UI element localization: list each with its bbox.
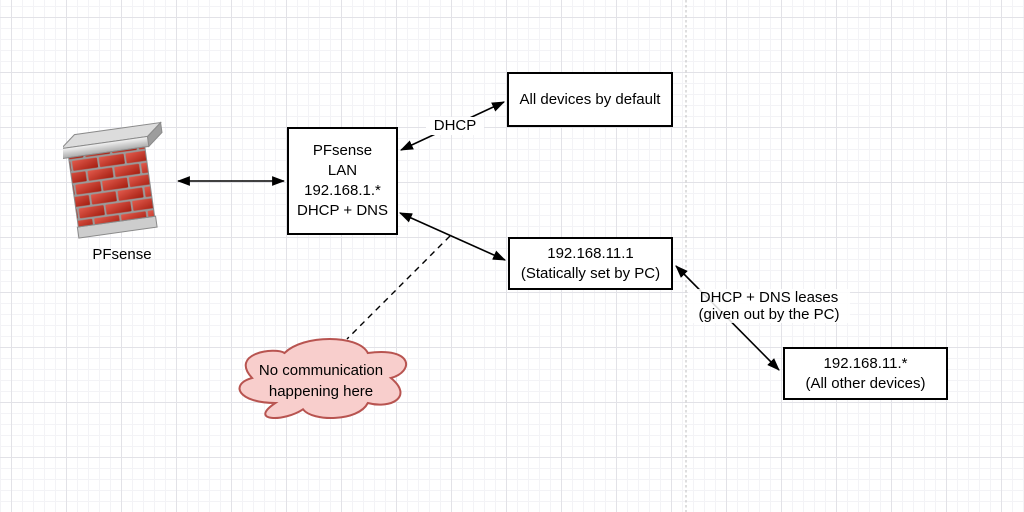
box-text-line: PFsense <box>312 142 373 159</box>
edge-label-line: DHCP + DNS leases <box>699 289 839 306</box>
box-text-line: DHCP + DNS <box>297 202 388 219</box>
edge-no-communication-dashed[interactable] <box>346 235 451 340</box>
lan-box[interactable]: PFsense LAN 192.168.1.* DHCP + DNS <box>287 127 398 235</box>
box-text-line: (Statically set by PC) <box>520 264 661 282</box>
box-text-line: 192.168.11.1 <box>547 244 634 262</box>
static-pc-box[interactable]: 192.168.11.1 (Statically set by PC) <box>508 237 673 290</box>
box-text-line: 192.168.11.* <box>823 354 908 372</box>
edge-lan-staticpc[interactable] <box>399 212 506 261</box>
firewall-icon[interactable] <box>63 118 175 248</box>
no-communication-cloud[interactable] <box>238 338 408 419</box>
cloud-label-line: happening here <box>268 383 374 400</box>
cloud-label-line: No communication <box>258 362 384 379</box>
firewall-shape <box>63 121 163 239</box>
all-devices-box[interactable]: All devices by default <box>507 72 673 127</box>
leases-edge-label[interactable]: DHCP + DNS leases (given out by the PC) <box>688 289 850 323</box>
other-devices-box[interactable]: 192.168.11.* (All other devices) <box>783 347 948 400</box>
box-text-line: All devices by default <box>519 90 661 108</box>
box-text-line: LAN <box>327 162 358 179</box>
box-text-line: (All other devices) <box>805 374 926 392</box>
edge-label-line: (given out by the PC) <box>698 306 840 323</box>
firewall-label: PFsense <box>92 246 152 263</box>
box-text-line: 192.168.1.* <box>304 182 381 199</box>
dhcp-edge-label[interactable]: DHCP <box>426 117 484 135</box>
cloud-label: No communication happening here <box>226 360 416 402</box>
